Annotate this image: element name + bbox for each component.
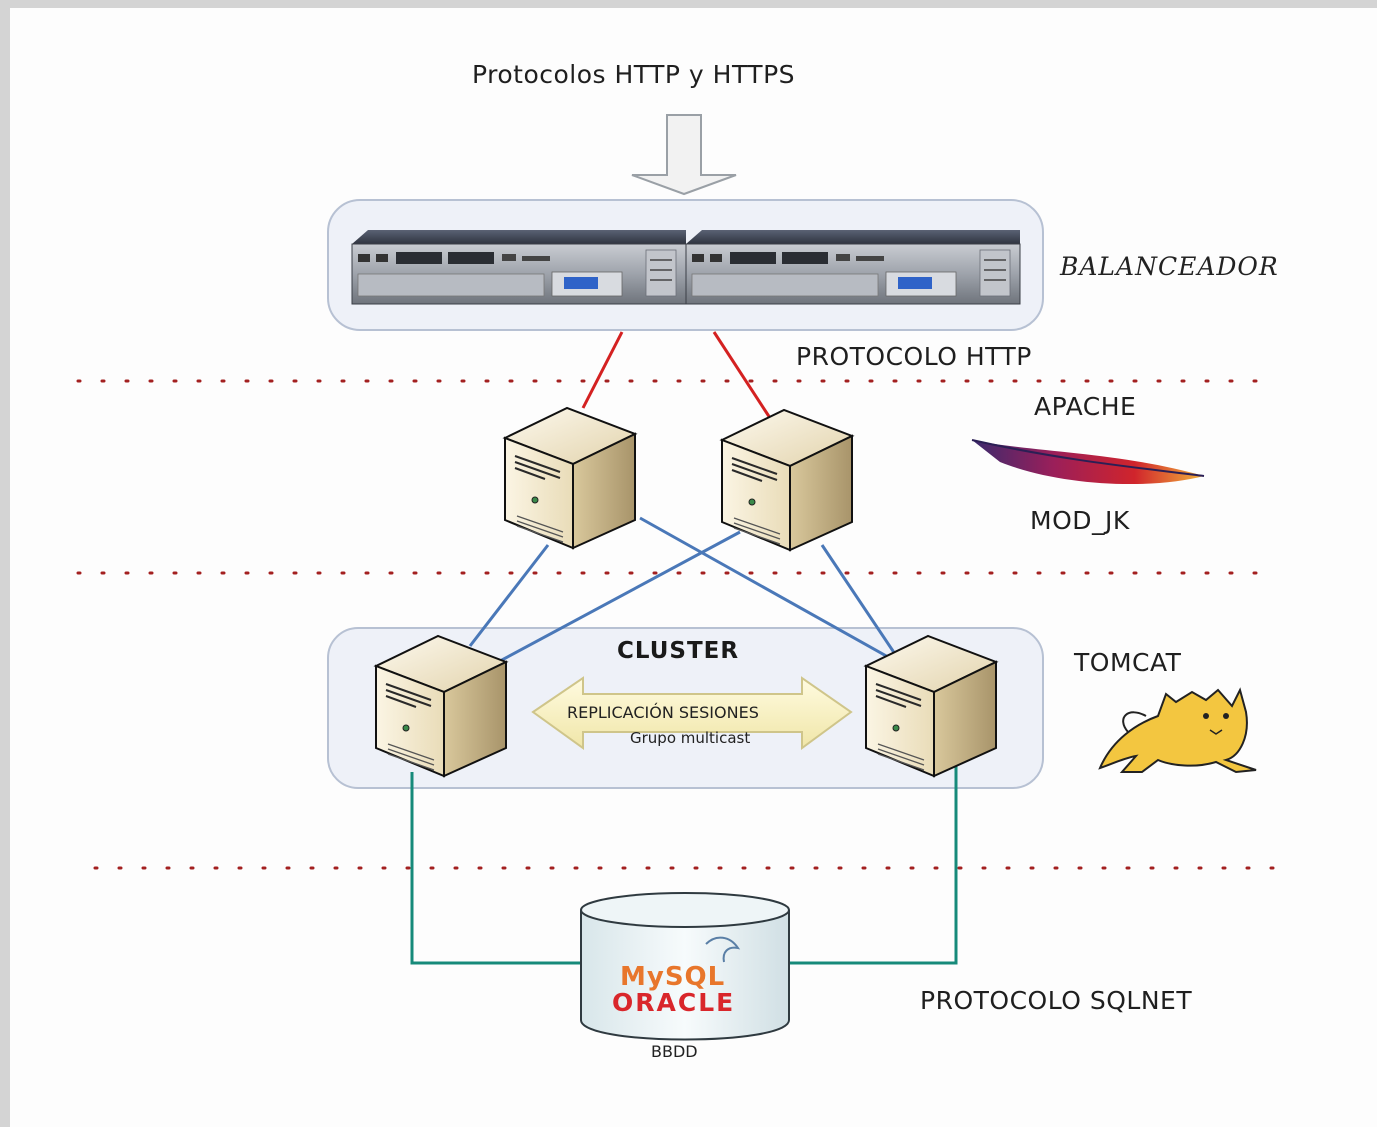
server-icon xyxy=(865,635,997,777)
tomcat-label: TOMCAT xyxy=(1074,648,1182,677)
apache-tomcat-link-1 xyxy=(468,544,550,647)
sqlnet-protocol-label: PROTOCOLO SQLNET xyxy=(920,986,1193,1015)
balancer-apache-link-right xyxy=(712,331,772,419)
server-icon xyxy=(721,409,853,551)
apache-feather-icon xyxy=(971,439,1205,485)
replication-label: REPLICACIÓN SESIONES xyxy=(567,703,759,722)
tomcat-db-link-right xyxy=(790,760,958,965)
mysql-logo-text: MySQL xyxy=(620,962,726,992)
tomcat-db-link-left xyxy=(410,772,584,965)
balancer-label: BALANCEADOR xyxy=(1060,252,1279,281)
apache-tomcat-link-4 xyxy=(820,544,897,655)
balancer-apache-link-left xyxy=(581,331,624,409)
replication-arrow xyxy=(531,676,853,750)
frame-border-top xyxy=(0,0,1377,8)
apache-label: APACHE xyxy=(1034,392,1137,421)
title-label: Protocolos HTTP y HTTPS xyxy=(472,60,796,89)
database-label: BBDD xyxy=(651,1042,698,1061)
tomcat-cat-icon xyxy=(1098,687,1257,774)
incoming-arrow xyxy=(631,114,737,196)
http-protocol-label: PROTOCOLO HTTP xyxy=(796,342,1032,371)
frame-border-left xyxy=(0,0,10,1127)
apache-tomcat-link-3 xyxy=(486,530,741,670)
apache-tomcat-link-2 xyxy=(639,516,898,664)
database-icon xyxy=(580,892,790,1041)
oracle-logo-text: ORACLE xyxy=(612,988,736,1017)
multicast-label: Grupo multicast xyxy=(630,729,751,747)
server-icon xyxy=(504,407,636,549)
cluster-title: CLUSTER xyxy=(617,638,740,664)
load-balancer-icon xyxy=(351,229,1021,305)
server-icon xyxy=(375,635,507,777)
mod-jk-label: MOD_JK xyxy=(1030,506,1130,535)
